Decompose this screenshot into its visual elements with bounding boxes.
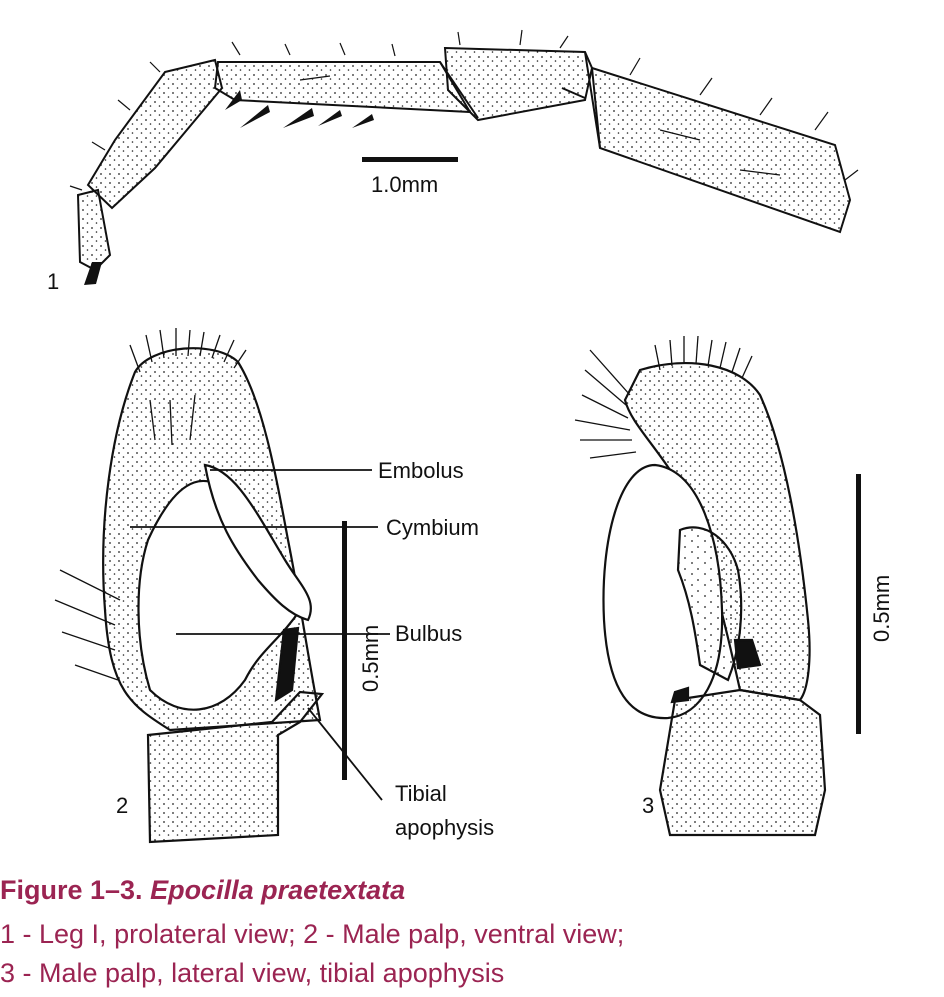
- palp-lateral-tibia: [658, 688, 827, 837]
- palp-lateral-drawing: [602, 362, 827, 837]
- label-embolus: Embolus: [378, 458, 464, 483]
- leg-tarsus: [76, 188, 112, 272]
- leg-spines: [84, 90, 374, 285]
- scale-label-palp-ventral: 0.5mm: [358, 625, 383, 692]
- label-tibial: Tibial: [395, 781, 447, 806]
- caption-title: Figure 1–3. Epocilla praetextata: [0, 872, 944, 908]
- figure-illustration: 1.0mm 1 0.5mm Embolus Cymbium Bulbus Tib…: [47, 29, 894, 844]
- scale-bar-palp-ventral: [342, 521, 347, 780]
- panel-number-1: 1: [47, 269, 59, 294]
- leg-setae: [69, 29, 859, 191]
- label-bulbus: Bulbus: [395, 621, 462, 646]
- leg-drawing: [76, 46, 852, 272]
- caption-line-2: 3 - Male palp, lateral view, tibial apop…: [0, 958, 505, 988]
- palp-ventral-embolus: [203, 463, 312, 622]
- scale-bar-palp-lateral: [856, 474, 861, 734]
- palp-lateral-bristles: [574, 335, 753, 459]
- caption-title-prefix: Figure 1–3.: [0, 875, 151, 905]
- scale-label-palp-lateral: 0.5mm: [869, 575, 894, 642]
- leg-femur: [590, 66, 852, 234]
- scale-bar-leg: [362, 157, 458, 162]
- leg-metatarsus: [86, 58, 224, 210]
- palp-ventral-drawing: [102, 347, 325, 844]
- leg-tibia: [213, 61, 472, 114]
- panel-number-3: 3: [642, 793, 654, 818]
- scale-label-leg: 1.0mm: [371, 172, 438, 197]
- palp-ventral-bristles: [54, 328, 247, 681]
- leg-joints: [439, 51, 601, 149]
- panel-number-2: 2: [116, 793, 128, 818]
- label-apophysis: apophysis: [395, 815, 494, 840]
- label-cymbium: Cymbium: [386, 515, 479, 540]
- caption-species: Epocilla praetextata: [150, 875, 406, 905]
- caption-line-1: 1 - Leg I, prolateral view; 2 - Male pal…: [0, 919, 625, 949]
